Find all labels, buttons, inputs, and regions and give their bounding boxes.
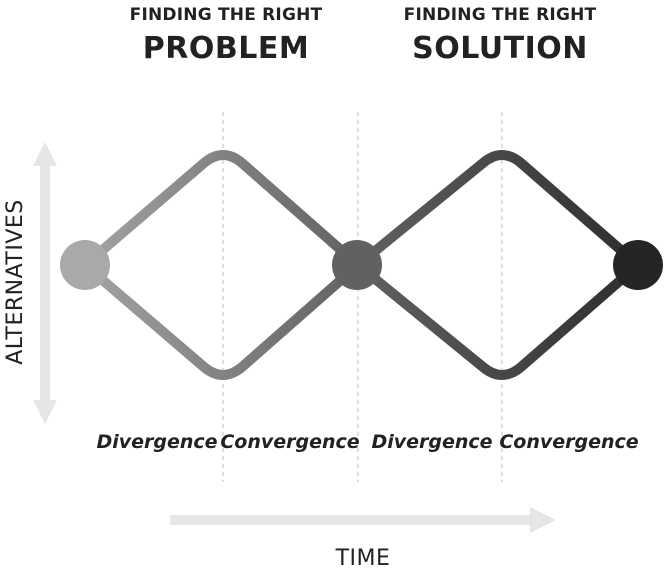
alternatives-axis-arrow-icon — [33, 142, 57, 424]
stage-label-problem-divergence: Divergence — [96, 431, 217, 453]
solution-phase-title: SOLUTION — [412, 31, 588, 66]
stage-label-solution-convergence: Convergence — [499, 431, 638, 453]
solution-diamond-curve — [353, 150, 643, 380]
stage-label-solution-divergence: Divergence — [371, 431, 492, 453]
time-axis-label: TIME — [335, 546, 391, 570]
problem-diamond-curve — [80, 150, 363, 380]
alternatives-axis-shaft — [40, 160, 50, 408]
problem-phase-title: PROBLEM — [143, 31, 309, 66]
solution-phase-subtitle: FINDING THE RIGHT — [404, 5, 597, 25]
end-node — [613, 240, 663, 290]
alternatives-axis-arrowhead-top — [33, 142, 57, 166]
time-axis-shaft — [170, 515, 535, 525]
problem-phase-subtitle: FINDING THE RIGHT — [130, 5, 323, 25]
stage-label-problem-convergence: Convergence — [220, 431, 359, 453]
start-node — [60, 240, 110, 290]
time-axis-arrowhead — [530, 507, 556, 533]
alternatives-axis-arrowhead-bottom — [33, 400, 57, 424]
time-axis-arrow-icon — [170, 507, 556, 533]
alternatives-axis-label: ALTERNATIVES — [3, 199, 28, 365]
middle-node — [332, 240, 382, 290]
